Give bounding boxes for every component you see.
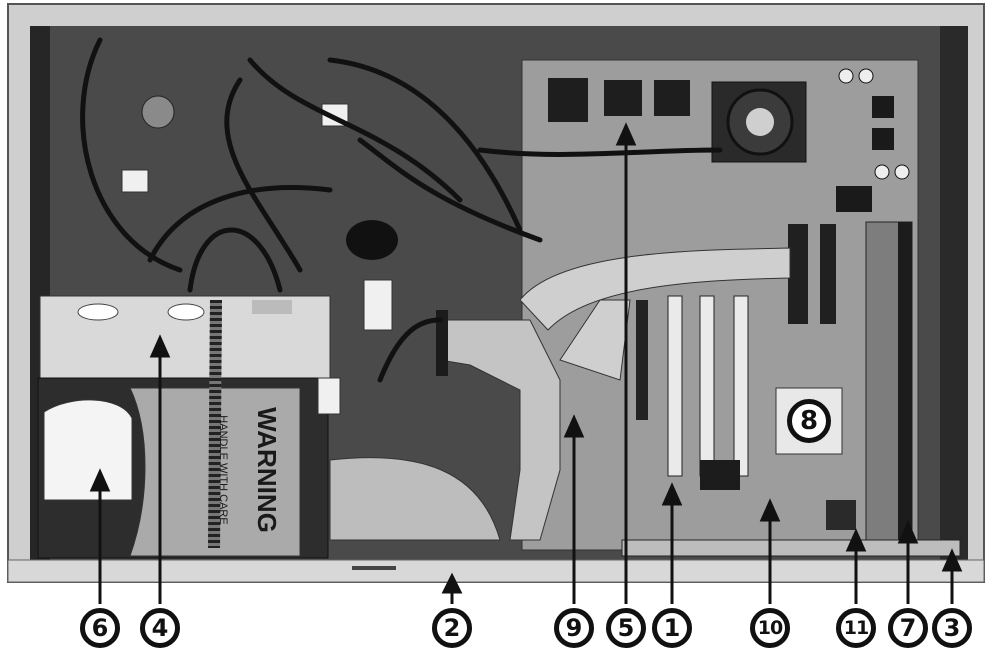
callout-1: 1 [652, 608, 692, 648]
ribbon-cable-floppy [519, 247, 791, 331]
io-panel [621, 539, 961, 557]
callout-8: 8 [787, 399, 831, 443]
pci-slot [667, 295, 683, 477]
callout-2: 2 [432, 608, 472, 648]
hdd-handle-text: HANDLE WITH CARE [217, 415, 229, 524]
callout-10: 10 [750, 608, 790, 648]
callout-6: 6 [80, 608, 120, 648]
callout-11: 11 [836, 608, 876, 648]
callout-3: 3 [932, 608, 972, 648]
callout-5: 5 [606, 608, 646, 648]
callout-7: 7 [888, 608, 928, 648]
hdd-warning-text: WARNING [252, 407, 282, 533]
wire-bundle [80, 37, 723, 383]
callout-pointers [89, 122, 963, 604]
ribbon-cable-ide [439, 319, 561, 541]
ram-slots [788, 224, 808, 324]
chassis-front-lip [7, 559, 985, 583]
callout-4: 4 [140, 608, 180, 648]
callout-9: 9 [554, 608, 594, 648]
